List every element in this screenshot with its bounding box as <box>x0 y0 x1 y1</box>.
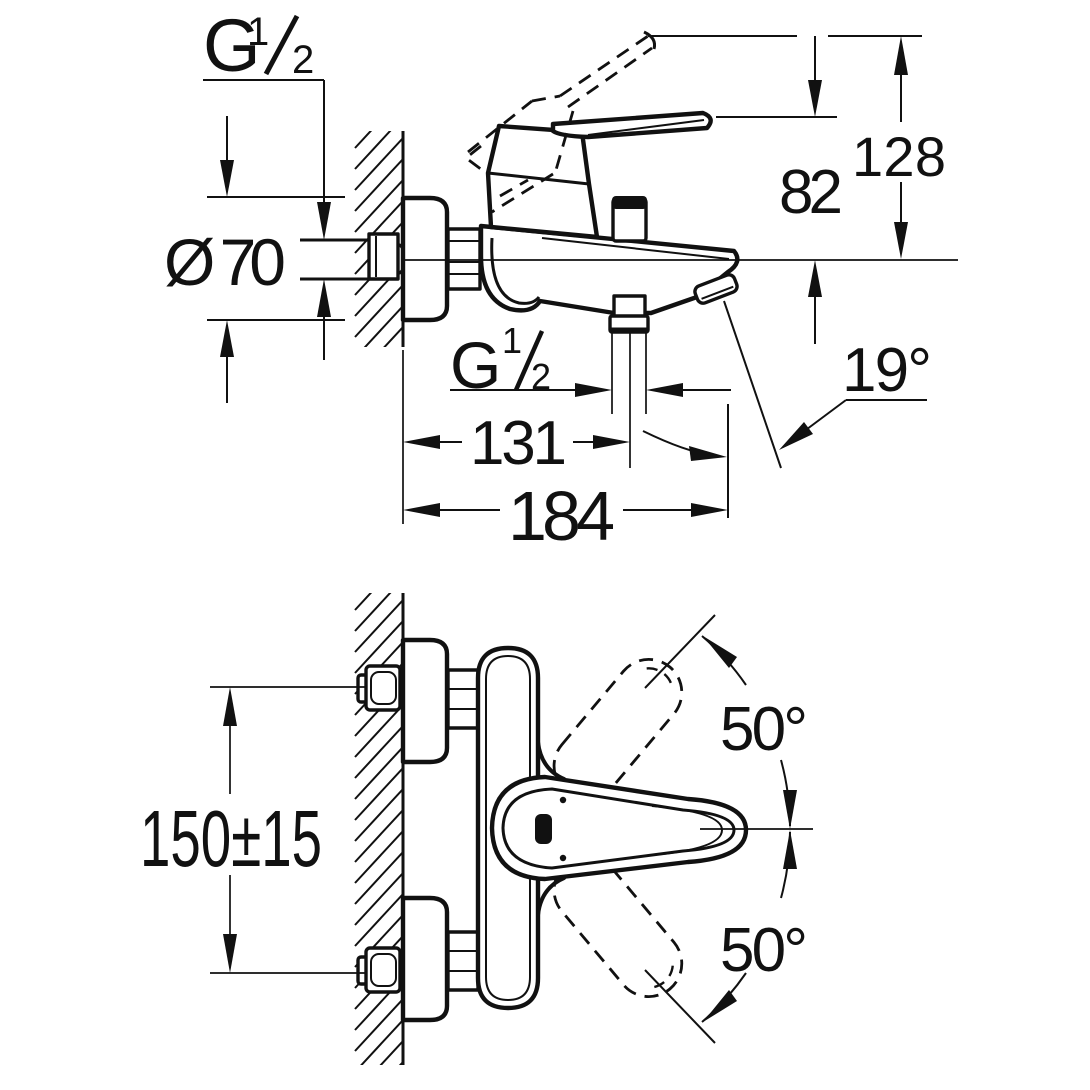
lever-dome-joint <box>487 171 590 186</box>
dimension-heights: 82 128 <box>648 35 946 344</box>
escutcheon <box>400 195 450 323</box>
lever-blade-edge <box>587 119 705 136</box>
dimension-shower-thread: G 1 2 <box>450 320 731 468</box>
lever-front-tip-line <box>651 805 724 856</box>
front-view: 150±15 50° 50° <box>140 593 813 1065</box>
label-open-height: 128 <box>852 125 946 188</box>
union-nut <box>446 227 482 291</box>
fraction-slash <box>513 330 545 391</box>
supply-union-bottom <box>356 946 402 994</box>
dimension-spout-angle: 19° <box>642 300 932 518</box>
label-swing-upper: 50° <box>720 695 808 764</box>
label-denominator: 2 <box>531 356 551 397</box>
wall-hatch <box>354 593 403 1065</box>
label-spout-angle: 19° <box>842 336 932 405</box>
supply-union <box>300 232 405 281</box>
shower-outlet <box>608 294 650 334</box>
dimension-swing-upper: 50° <box>644 614 808 829</box>
dimension-swing-lower: 50° <box>644 830 808 1044</box>
label-lever-height: 82 <box>779 158 843 227</box>
lever-dot-bottom <box>559 854 567 862</box>
label-numerator: 1 <box>502 320 522 361</box>
label-reach-131: 131 <box>470 409 567 478</box>
lever-dot-top <box>559 796 567 804</box>
union-nut-bottom <box>446 930 480 992</box>
union-nut-top <box>446 668 480 730</box>
diverter-knob <box>611 196 648 243</box>
body-inner-arc <box>490 237 541 305</box>
faucet-body-inner <box>485 654 531 1002</box>
lever-front-inner <box>501 787 736 870</box>
body-lever-fillet-top <box>536 740 566 781</box>
side-view: G 1 2 Ø 70 <box>164 4 958 555</box>
label-g: G <box>203 4 261 87</box>
aerator <box>693 273 739 305</box>
escutcheon-top <box>400 637 450 765</box>
dimension-wall-thread: G 1 2 <box>203 4 331 360</box>
dimension-flange-diameter: Ø 70 <box>164 116 345 403</box>
faucet-body-spout <box>478 223 740 316</box>
spout-edge-line <box>541 237 730 260</box>
lever-blade <box>550 110 713 140</box>
label-numerator: 1 <box>247 10 269 54</box>
label-denominator: 2 <box>292 38 314 82</box>
dimension-reach-184: 184 <box>402 350 728 555</box>
supply-union-top <box>356 664 402 712</box>
body-lever-fillet-bottom <box>536 876 566 917</box>
lever-open-position-dashed <box>463 34 653 214</box>
dimension-reach-131: 131 <box>403 409 630 478</box>
fraction-slash <box>263 14 300 76</box>
lever-front <box>489 774 749 882</box>
dimension-supply-spacing: 150±15 <box>140 686 365 974</box>
label-supply-spacing: 150±15 <box>140 794 322 883</box>
label-swing-lower: 50° <box>720 916 808 985</box>
escutcheon-bottom <box>400 895 450 1023</box>
label-reach-184: 184 <box>508 477 615 555</box>
lever-open-tip <box>643 30 656 50</box>
lever-logo-mark <box>535 814 552 844</box>
label-flange-diameter: Ø 70 <box>164 225 286 299</box>
